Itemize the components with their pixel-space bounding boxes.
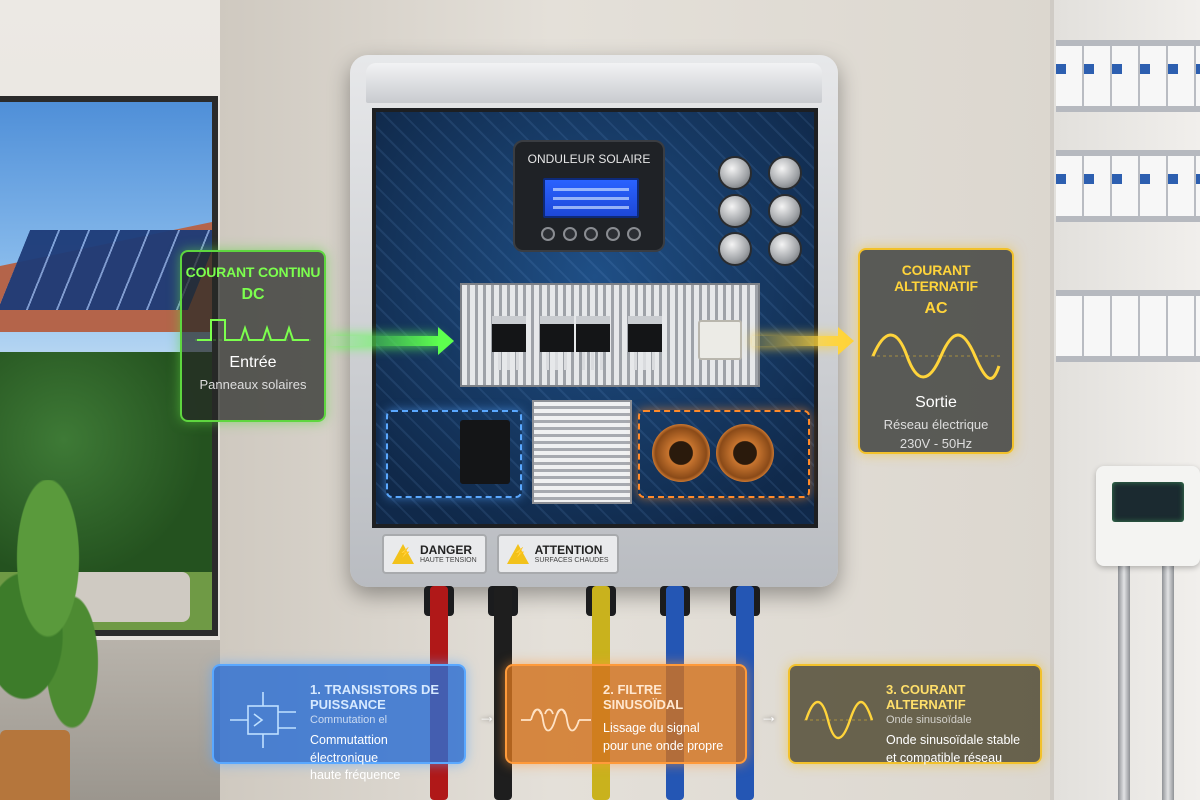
- step-subtitle: Commutation el: [310, 714, 388, 726]
- capacitor: [718, 194, 752, 228]
- inverter-lid: [366, 63, 822, 103]
- transistor-circuit-icon: [230, 692, 296, 748]
- step-description-line: pour une onde propre: [603, 738, 724, 753]
- arrow-right-icon: →: [478, 706, 496, 726]
- conduit-pipe: [1162, 560, 1174, 800]
- ac-description: Réseau électrique 230V - 50Hz: [860, 416, 1012, 454]
- dc-code: DC: [241, 286, 265, 303]
- breaker-row: [1056, 150, 1200, 222]
- step-description: Onde sinusoïdale stable et compatible ré…: [886, 732, 1028, 767]
- power-transistor: [628, 316, 662, 370]
- filter-zone-highlight: [638, 410, 810, 498]
- warning-title: DANGER: [420, 543, 473, 558]
- toroidal-inductor: [716, 424, 774, 482]
- step-title: 1. TRANSISTORS DE PUISSANCE: [310, 682, 440, 712]
- capacitor: [718, 232, 752, 266]
- plant-pot: [0, 730, 70, 800]
- ac-label: Sortie: [915, 394, 957, 411]
- capacitor: [718, 156, 752, 190]
- step-description: Commutattion électronique haute fréquenc…: [310, 732, 452, 785]
- lcd-button[interactable]: [541, 227, 555, 241]
- warning-triangle-icon: [506, 544, 529, 564]
- warning-subtitle: HAUTE TENSION: [420, 556, 477, 564]
- ac-description-line: Réseau électrique: [883, 417, 989, 432]
- dc-label: Entrée: [229, 354, 277, 371]
- step-subtitle: Onde sinusoïdale: [886, 714, 972, 726]
- ac-title: COURANT ALTERNATIF: [894, 262, 978, 294]
- warning-labels: DANGER HAUTE TENSION ATTENTION SURFACES …: [372, 528, 818, 580]
- dc-pulse-wave-icon: [195, 319, 311, 341]
- lcd-buttons: [541, 226, 641, 242]
- relay: [698, 320, 742, 360]
- breaker-row: [1056, 290, 1200, 362]
- warning-title: ATTENTION: [534, 543, 603, 558]
- capacitor: [768, 232, 802, 266]
- secondary-heatsink: [532, 400, 632, 504]
- lcd-button[interactable]: [562, 227, 577, 241]
- coil-filter-icon: [521, 708, 591, 732]
- switching-zone-highlight: [386, 410, 522, 498]
- step-alternating-current: 3. COURANT ALTERNATIF Onde sinusoïdale O…: [788, 664, 1042, 767]
- conduit-pipe: [1118, 560, 1130, 800]
- breaker-row: [1056, 40, 1200, 112]
- dc-description: Panneaux solaires: [199, 377, 307, 392]
- inverter-display-title: ONDULEUR SOLAIRE: [527, 152, 651, 166]
- step-filter: 2. FILTRE SINUSOÏDAL Lissage du signal p…: [505, 664, 747, 764]
- ac-code: AC: [924, 300, 948, 317]
- ac-sine-wave-icon: [871, 333, 1001, 380]
- step-title: 3. COURANT ALTERNATIF: [886, 682, 966, 712]
- arrow-right-icon: →: [760, 706, 778, 726]
- meter-screen: [1112, 482, 1184, 522]
- power-transistor: [540, 316, 574, 370]
- toroidal-inductor: [652, 424, 710, 482]
- dc-input-callout: COURANT CONTINU DC Entrée Panneaux solai…: [180, 250, 326, 422]
- warning-triangle-icon: [392, 544, 414, 564]
- inverter-display-unit: ONDULEUR SOLAIRE: [513, 140, 665, 252]
- lcd-screen: [543, 178, 639, 218]
- step-description-line: Lissage du signal: [603, 721, 700, 735]
- plant-leaves: [0, 480, 120, 740]
- dc-title: COURANT CONTINU: [185, 264, 321, 280]
- danger-label: DANGER HAUTE TENSION: [382, 534, 487, 574]
- step-description-line: Onde sinusoïdale stable: [886, 733, 1021, 747]
- driver-block: [460, 420, 510, 484]
- energy-meter: [1096, 466, 1200, 566]
- ac-description-line: 230V - 50Hz: [899, 435, 973, 451]
- step-description-line: haute fréquence: [310, 768, 401, 782]
- capacitor: [768, 156, 802, 190]
- ac-flow-arrow: [752, 327, 854, 355]
- attention-label: ATTENTION SURFACES CHAUDES: [496, 534, 619, 574]
- step-description-line: et compatible réseau: [886, 750, 1003, 765]
- step-transistors: 1. TRANSISTORS DE PUISSANCE Commutation …: [212, 664, 466, 782]
- warning-subtitle: SURFACES CHAUDES: [534, 556, 609, 564]
- lcd-button[interactable]: [627, 227, 641, 241]
- capacitor: [768, 194, 802, 228]
- lcd-button[interactable]: [584, 227, 598, 241]
- power-transistor: [492, 316, 526, 370]
- dc-flow-arrow: [330, 327, 454, 355]
- step-title: 2. FILTRE SINUSOÏDAL: [603, 682, 684, 712]
- sine-wave-icon: [804, 700, 874, 740]
- step-description-line: Commutattion électronique: [310, 733, 388, 765]
- lcd-button[interactable]: [605, 227, 620, 241]
- power-transistor: [576, 316, 610, 370]
- step-description: Lissage du signal pour une onde propre: [603, 720, 733, 755]
- ac-output-callout: COURANT ALTERNATIF AC Sortie Réseau élec…: [858, 248, 1014, 454]
